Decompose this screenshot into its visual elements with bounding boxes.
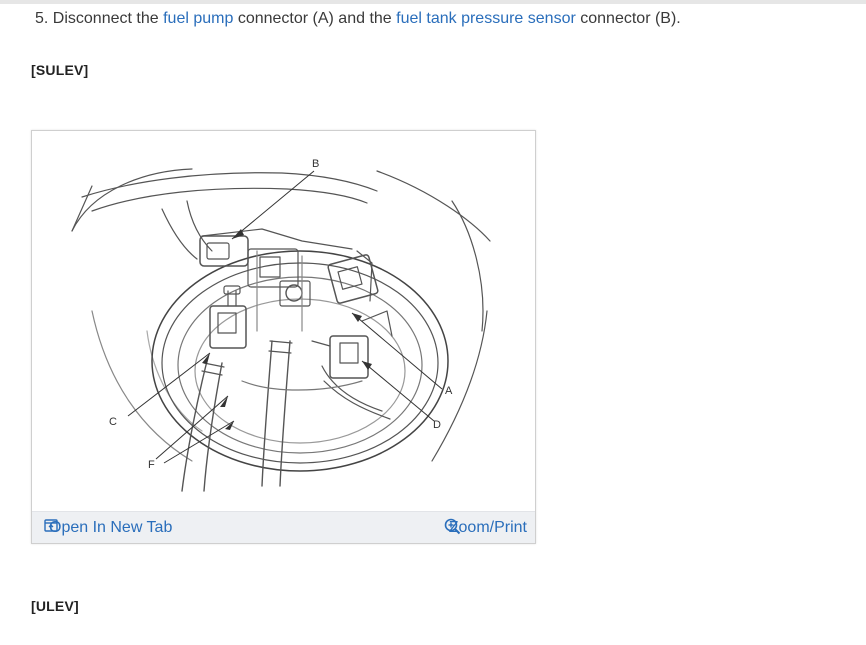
callout-label-a: A <box>445 385 453 397</box>
figure-toolbar: Open In New Tab Zoom/Print <box>32 511 535 543</box>
open-in-new-tab-label: Open In New Tab <box>49 519 173 536</box>
callout-label-f: F <box>148 459 155 471</box>
fuel-tank-pressure-sensor-link[interactable]: fuel tank pressure sensor <box>396 10 576 27</box>
step-number: 5. <box>35 10 49 27</box>
section-heading-sulev: [SULEV] <box>31 62 89 78</box>
fuel-pump-diagram: B A D C F <box>71 158 491 492</box>
step-text-before: Disconnect the <box>52 10 159 27</box>
diagram-figure: B A D C F Open In New Tab <box>31 130 536 544</box>
callout-label-c: C <box>109 416 117 428</box>
open-in-new-tab-link[interactable]: Open In New Tab <box>44 518 172 538</box>
step-5-instruction: 5. Disconnect the fuel pump connector (A… <box>35 9 681 29</box>
step-text-middle: connector (A) and the <box>237 10 392 27</box>
top-divider <box>0 0 866 4</box>
section-heading-ulev: [ULEV] <box>31 598 79 614</box>
callout-label-b: B <box>312 158 319 170</box>
step-text-after: connector (B). <box>580 10 681 27</box>
zoom-print-label: Zoom/Print <box>448 519 527 536</box>
zoom-print-link[interactable]: Zoom/Print <box>444 518 527 538</box>
fuel-pump-link[interactable]: fuel pump <box>163 10 234 27</box>
callout-label-d: D <box>433 419 441 431</box>
